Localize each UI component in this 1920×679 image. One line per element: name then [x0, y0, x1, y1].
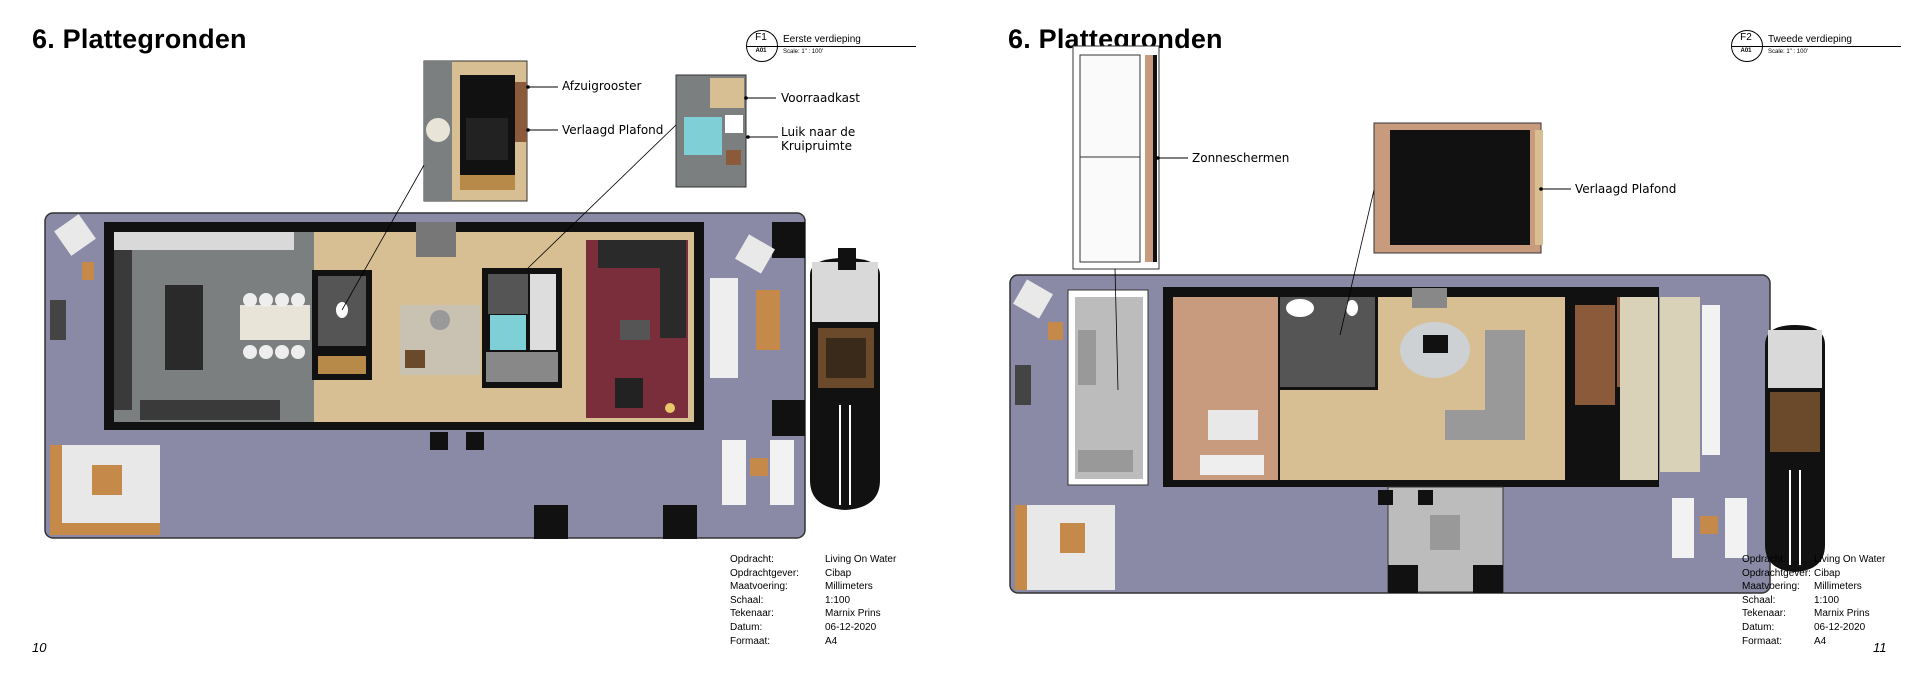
annotation-zonneschermen: Zonneschermen	[1192, 151, 1290, 165]
sheet-code: F1	[755, 32, 767, 43]
page-title: 6. Plattegronden	[32, 24, 247, 54]
page-right: 6. Plattegronden F2 A01 Tweede verdiepin…	[960, 0, 1920, 679]
sheet-code: F2	[1740, 32, 1752, 43]
sheet-label: F1 A01 Eerste verdieping Scale: 1" : 100…	[746, 30, 916, 62]
sheet-name: Tweede verdieping	[1768, 34, 1852, 45]
sheet-subcode: A01	[755, 48, 767, 54]
annotation-voorraadkast: Voorraadkast	[781, 91, 860, 105]
annotation-verlaagd-plafond: Verlaagd Plafond	[562, 123, 664, 137]
annotation-afzuigrooster: Afzuigrooster	[562, 79, 642, 93]
page-number: 10	[32, 640, 47, 655]
sheet-subcode: A01	[1740, 48, 1752, 54]
sheet-name: Eerste verdieping	[783, 34, 861, 45]
floorplan-second-floor	[1009, 45, 1825, 594]
page-left: 6. Plattegronden F1 A01 Eerste verdiepin…	[32, 24, 916, 655]
annotation-kruipruimte: Kruipruimte	[781, 139, 853, 153]
title-block: Opdracht:Living On Water Opdrachtgever:C…	[1742, 554, 1886, 647]
sheet-label: F2 A01 Tweede verdieping Scale: 1" : 100…	[1731, 30, 1901, 62]
annotation-luik: Luik naar de	[781, 125, 856, 139]
page-number: 11	[1873, 640, 1887, 655]
annotation-verlaagd-plafond: Verlaagd Plafond	[1575, 182, 1677, 196]
title-block: Opdracht:Living On Water Opdrachtgever:C…	[730, 554, 897, 647]
sheet-scale: Scale: 1" : 100'	[1768, 49, 1808, 55]
floorplan-first-floor	[44, 60, 880, 539]
sheet-scale: Scale: 1" : 100'	[783, 49, 823, 55]
